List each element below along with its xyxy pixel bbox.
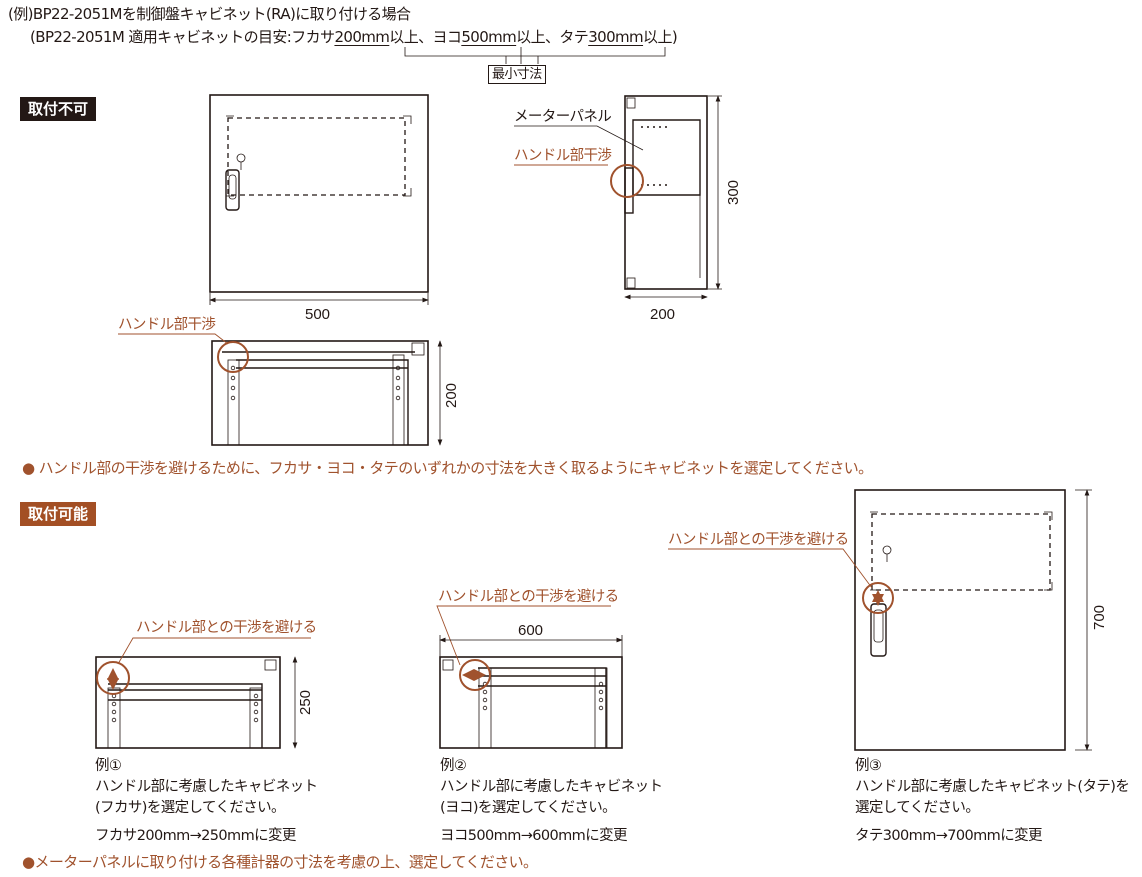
meter-panel-label: メーターパネル xyxy=(514,109,612,125)
clearance-circle xyxy=(96,661,130,695)
example-2-change: ヨコ500mm→600mmに変更 xyxy=(440,828,628,844)
recommend-suffix: 以上) xyxy=(643,28,678,46)
min-dim-box: 最小寸法 xyxy=(488,65,546,84)
example-3-desc2: 選定してください。 xyxy=(855,800,980,816)
key-icon xyxy=(236,153,246,170)
example-1-drawing: 250 xyxy=(95,637,314,749)
sep-2: 以上、タテ xyxy=(516,28,589,46)
interference-circle xyxy=(217,341,249,373)
clearance-circle xyxy=(862,582,894,614)
ng-side-view: 300 200 xyxy=(514,95,742,323)
example-1-change: フカサ200mm→250mmに変更 xyxy=(95,828,296,844)
example-1-desc1: ハンドル部に考慮したキャビネット xyxy=(95,779,318,795)
dim-ex3-height: 700 xyxy=(1091,605,1108,630)
example-1-title: 例① xyxy=(95,758,122,774)
handle-icon xyxy=(225,169,240,211)
key-icon xyxy=(882,545,892,562)
ng-front-view: 500 xyxy=(209,94,429,323)
width-min: 500mm xyxy=(461,28,517,46)
depth-min: 200mm xyxy=(334,28,390,46)
dim-ex2-width: 600 xyxy=(518,622,543,639)
example-3-desc1: ハンドル部に考慮したキャビネット(タテ)を xyxy=(855,779,1130,795)
example-2-drawing: 600 xyxy=(436,605,623,749)
handle-interference-label-side: ハンドル部干渉 xyxy=(514,148,612,164)
footer-note: ●メーターパネルに取り付ける各種計器の寸法を考慮の上、選定してください。 xyxy=(22,853,538,871)
example-2-desc2: (ヨコ)を選定してください。 xyxy=(440,800,617,816)
example-2-desc1: ハンドル部に考慮したキャビネット xyxy=(440,779,663,795)
handle-interference-label-top: ハンドル部干渉 xyxy=(118,317,216,333)
dim-side-depth: 200 xyxy=(650,306,675,323)
sep-1: 以上、ヨコ xyxy=(389,28,462,46)
recommended-size-line: (BP22-2051M 適用キャビネットの目安:フカサ200mm以上、ヨコ500… xyxy=(30,28,678,46)
example-3-change: タテ300mm→700mmに変更 xyxy=(855,828,1043,844)
clearance-circle xyxy=(459,659,491,691)
badge-not-mountable: 取付不可 xyxy=(20,97,97,121)
dim-ex1-depth: 250 xyxy=(297,690,314,715)
example-1-desc2: (フカサ)を選定してください。 xyxy=(95,800,286,816)
ng-top-view: 200 xyxy=(118,333,460,446)
height-min: 300mm xyxy=(588,28,644,46)
example-3-drawing: 700 xyxy=(668,489,1108,751)
avoid-label-ex1: ハンドル部との干渉を避ける xyxy=(136,620,317,636)
dim-side-height: 300 xyxy=(725,180,742,205)
example-3-title: 例③ xyxy=(855,758,882,774)
recommend-prefix: (BP22-2051M 適用キャビネットの目安:フカサ xyxy=(30,28,335,46)
avoid-label-ex3: ハンドル部との干渉を避ける xyxy=(668,532,849,548)
example-title: (例)BP22-2051Mを制御盤キャビネット(RA)に取り付ける場合 xyxy=(8,5,411,23)
badge-mountable: 取付可能 xyxy=(20,502,97,526)
avoid-label-ex2: ハンドル部との干渉を避ける xyxy=(438,589,619,605)
dim-top-depth: 200 xyxy=(443,383,460,408)
interference-circle xyxy=(610,164,644,198)
min-dim-bracket xyxy=(404,47,666,64)
example-2-title: 例② xyxy=(440,758,467,774)
note-handle-interference: ● ハンドル部の干渉を避けるために、フカサ・ヨコ・タテのいずれかの寸法を大きく取… xyxy=(22,459,873,477)
dim-front-width: 500 xyxy=(305,306,330,323)
